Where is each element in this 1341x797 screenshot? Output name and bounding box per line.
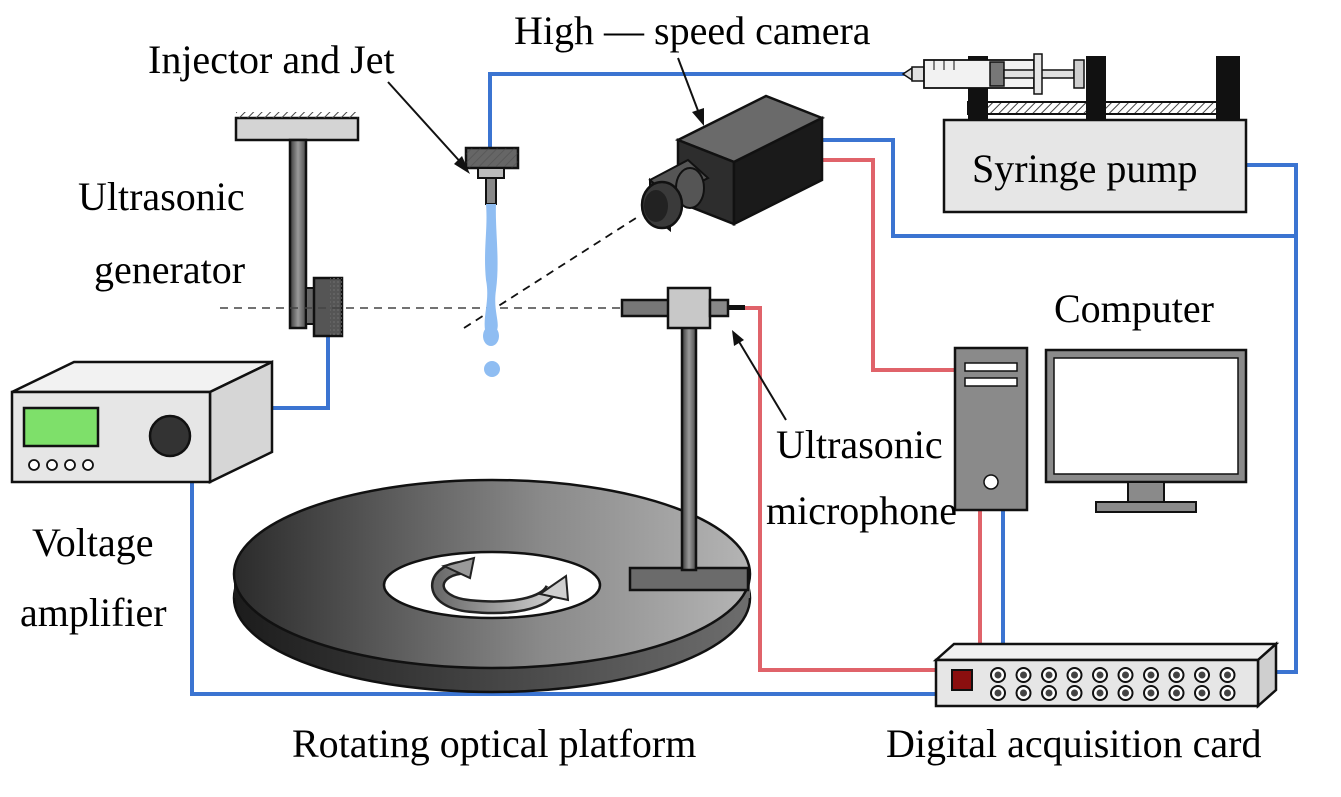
acquisition-card	[932, 641, 1280, 709]
connector-jack-pin	[1122, 671, 1129, 679]
pump-body	[942, 118, 1248, 214]
connector-jack-pin	[1173, 671, 1180, 679]
connector-jack-pin	[1224, 689, 1231, 697]
camera-pointer	[677, 57, 701, 117]
connector-jack-pin	[1147, 671, 1155, 679]
connector-jack-pin	[1147, 689, 1155, 697]
camera-signal-wire	[810, 138, 1296, 238]
microphone-pointer	[737, 339, 787, 421]
injector-feed-line	[488, 72, 905, 148]
amplifier-display	[22, 406, 100, 448]
syringe-pump	[901, 53, 1248, 214]
connector-jack-pin	[1020, 671, 1027, 679]
generator-amplifier-wire	[272, 336, 330, 410]
rotation-arrow-icon	[430, 556, 570, 615]
label-computer: Computer	[1054, 286, 1214, 331]
label-syringe-pump: Syringe pump	[972, 146, 1198, 191]
pointer-arrows	[387, 57, 787, 421]
jet-stream	[483, 204, 500, 377]
label-microphone-line1: Ultrasonic	[776, 422, 943, 467]
high-speed-camera	[640, 94, 826, 233]
microphone-card-wire	[744, 306, 936, 672]
connector-jack-pin	[1020, 689, 1027, 697]
record-button-icon	[951, 669, 973, 691]
pump-signal-wire	[1246, 163, 1298, 674]
connector-jack-pin	[1045, 671, 1053, 679]
voltage-amplifier	[10, 360, 274, 484]
label-generator-line1: Ultrasonic	[78, 174, 245, 219]
connector-grid	[990, 667, 1236, 701]
label-microphone-line2: microphone	[766, 488, 957, 533]
syringe	[901, 53, 1085, 95]
microphone-stand	[620, 286, 750, 592]
blue-wires	[190, 72, 1298, 696]
connector-jack-pin	[1096, 671, 1104, 679]
injector	[464, 146, 520, 205]
label-injector: Injector and Jet	[148, 37, 395, 82]
connector-jack-pin	[994, 689, 1002, 697]
label-platform: Rotating optical platform	[292, 721, 696, 766]
amplifier-card-wire	[190, 482, 936, 696]
power-button-icon	[983, 474, 999, 490]
label-amplifier-line1: Voltage	[32, 520, 153, 565]
label-amplifier-line2: amplifier	[20, 590, 167, 635]
connector-jack-pin	[1045, 689, 1053, 697]
connector-jack-pin	[1071, 689, 1078, 697]
label-acquisition: Digital acquisition card	[886, 721, 1261, 766]
connector-jack-pin	[1096, 689, 1104, 697]
injector-pointer	[387, 81, 465, 167]
ultrasonic-generator	[234, 112, 360, 338]
computer	[953, 346, 1248, 513]
rotating-platform	[232, 478, 752, 694]
microphone-mount	[666, 286, 712, 330]
connector-jack-pin	[1224, 671, 1231, 679]
connector-jack-pin	[994, 671, 1002, 679]
knob-icon	[148, 414, 192, 458]
connector-jack-pin	[1173, 689, 1180, 697]
connector-jack-pin	[1198, 671, 1206, 679]
connector-jack-pin	[1071, 671, 1078, 679]
droplet	[484, 361, 500, 377]
microphone-head	[708, 298, 730, 318]
red-wires	[744, 158, 982, 672]
connector-jack-pin	[1122, 689, 1129, 697]
label-generator-line2: generator	[94, 247, 245, 292]
camera-computer-wire	[810, 158, 955, 372]
label-camera: High — speed camera	[514, 8, 871, 53]
ceiling-mount	[234, 116, 360, 142]
connector-jack-pin	[1198, 689, 1206, 697]
